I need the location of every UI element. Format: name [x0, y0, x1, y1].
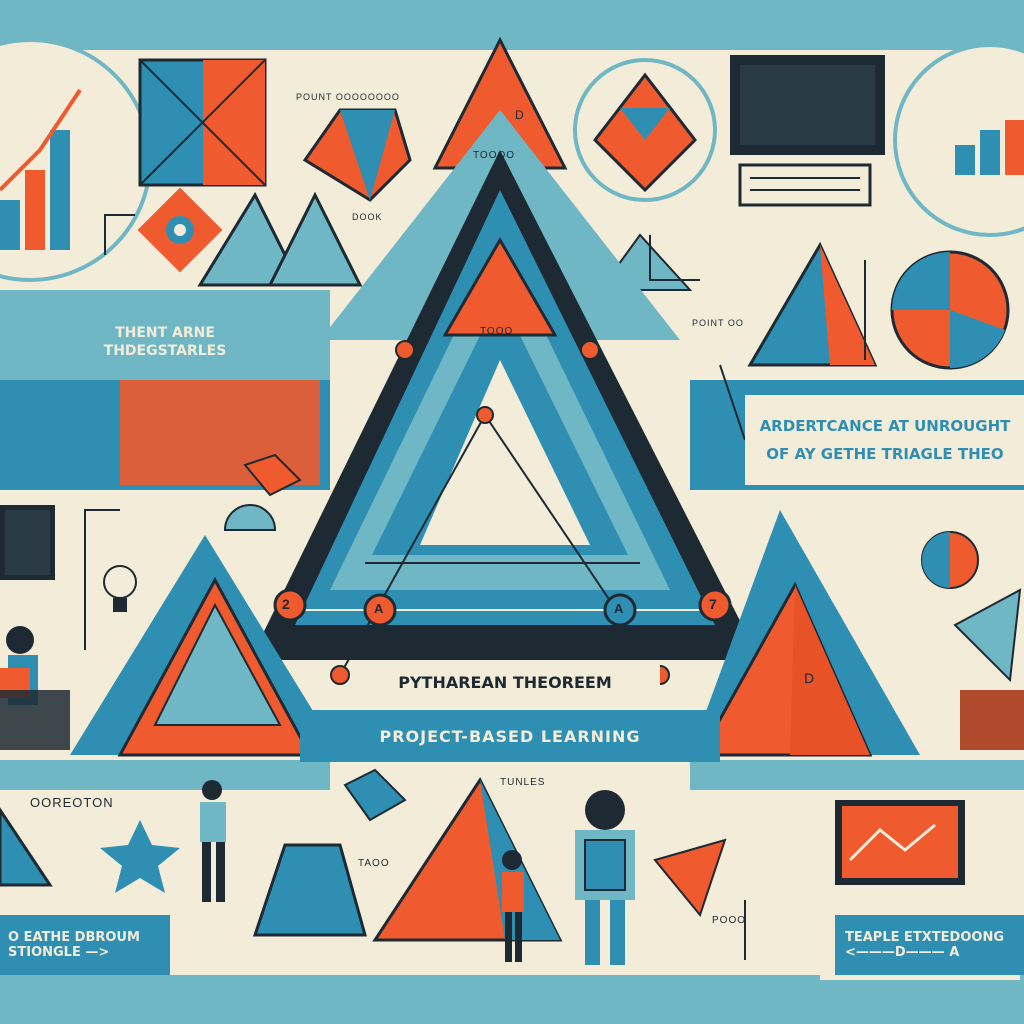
bottom-right-banner: TEAPLE ETXTEDOONG <———D——— A [835, 915, 1024, 975]
page-subtitle: PROJECT-BASED LEARNING [379, 726, 641, 746]
lightbulb-icon [103, 565, 137, 612]
origami-icon [573, 58, 717, 202]
left-big-triangle [70, 535, 340, 757]
star-icon [100, 820, 180, 893]
kite-icon [243, 453, 302, 497]
right-pyramid [747, 241, 878, 367]
small-pyramid-icon [197, 191, 363, 287]
title-box: PYTHAREAN THEOREEM [350, 660, 660, 704]
connector-lines [84, 214, 866, 960]
trapezoid [252, 843, 367, 937]
marker-5: D [515, 108, 525, 122]
bottom-box-title: OOREOTON [30, 795, 114, 810]
chalkboard-icon [0, 505, 55, 580]
bottom-center-label: TUNLES [500, 777, 546, 788]
top-right-label: DOOK [352, 212, 383, 222]
right-banner-text: ARDERTCANCE AT UNROUGHT OF AY GETHE TRIA… [759, 416, 1011, 464]
bottom-left-banner-text: O EATHE DBROUM STIONGLE —> [8, 930, 140, 960]
corner-triangle [0, 807, 53, 887]
paper-plane-icon-right [953, 588, 1022, 683]
split-square-icon [138, 58, 267, 187]
marker-2: A [374, 601, 385, 616]
protractor-icon [223, 504, 277, 531]
baseline-markers [273, 588, 732, 627]
marker-6: D [804, 670, 816, 686]
right-banner: ARDERTCANCE AT UNROUGHT OF AY GETHE TRIA… [745, 395, 1024, 485]
inner-triangle-label: TOOO [480, 326, 514, 337]
child-figure [502, 850, 524, 962]
bottom-right-label: POOO [712, 915, 747, 926]
page-title: PYTHAREAN THEOREEM [398, 672, 612, 692]
paper-plane-icon [653, 838, 727, 918]
marker-3: A [614, 601, 625, 616]
desk [960, 690, 1024, 750]
marker-1: 2 [282, 596, 291, 612]
diamond-icon [343, 768, 407, 822]
right-big-triangle [690, 510, 920, 757]
pie-chart-icon [890, 250, 1010, 370]
subtitle-banner: PROJECT-BASED LEARNING [300, 710, 720, 762]
bottom-left-banner: O EATHE DBROUM STIONGLE —> [0, 915, 170, 975]
top-left-card-label: POUNT OOOOOOOO [296, 92, 400, 102]
bar-chart-icon-right [893, 43, 1024, 237]
left-banner: THENT ARNE THDEGSTARLES [40, 312, 290, 372]
sun-icon [921, 531, 979, 589]
marker-4: 7 [709, 596, 718, 612]
bottom-center-left-label: TAOO [358, 858, 390, 869]
pyramid-caption: POINT OO [692, 318, 744, 328]
polyhedron-icon [302, 108, 412, 202]
person-standing [200, 780, 226, 902]
student-figure [0, 626, 70, 750]
bottom-right-banner-text: TEAPLE ETXTEDOONG <———D——— A [845, 930, 1004, 960]
main-triangle [250, 110, 760, 685]
top-triangle-label: TOOOO [473, 150, 516, 161]
left-banner-text: THENT ARNE THDEGSTARLES [103, 324, 227, 359]
student-backpack [575, 790, 635, 965]
computer-icon [730, 55, 885, 207]
